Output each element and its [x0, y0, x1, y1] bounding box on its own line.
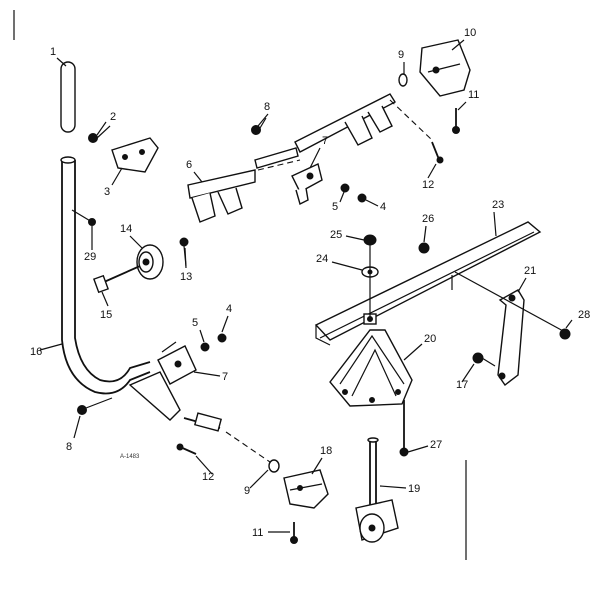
callout-12-lower: 12: [202, 471, 214, 483]
part-9-ring-lower: [225, 431, 280, 473]
part-27-screw: [399, 400, 409, 457]
part-10-clip: [419, 39, 471, 97]
part-4-nut-upper: [357, 193, 367, 203]
callout-23: 23: [492, 199, 504, 211]
part-12-pin-upper: [431, 141, 444, 164]
part-28-screw: [454, 271, 571, 340]
lower-link-rod: [128, 371, 223, 432]
part-29-screw: [71, 209, 96, 226]
callout-5-upper: 5: [332, 201, 338, 213]
part-16-handle-tube: [39, 156, 151, 395]
part-13-nut: [179, 237, 189, 267]
callout-8-upper: 8: [264, 101, 270, 113]
part-19-caster: [355, 437, 399, 543]
part-18-bracket: [283, 469, 329, 509]
callout-11-upper: 11: [468, 89, 479, 101]
part-8-screw-upper: [251, 117, 267, 135]
part-20-caster-housing: [329, 329, 413, 407]
part-3-bracket: [111, 137, 159, 173]
callout-6: 6: [186, 159, 192, 171]
part-6-rod-bracket: [187, 159, 301, 223]
part-5-washer-upper: [340, 183, 350, 193]
part-17-screw: [472, 352, 496, 367]
callout-14: 14: [120, 223, 132, 235]
part-8-screw-lower: [77, 397, 113, 415]
callout-10: 10: [464, 27, 476, 39]
part-12-pin-lower: [176, 443, 197, 455]
callout-12-upper: 12: [422, 179, 434, 191]
part-21-arm: [497, 289, 525, 387]
callout-7-lower: 7: [222, 371, 228, 383]
callout-28: 28: [578, 309, 590, 321]
callout-4-upper: 4: [380, 201, 386, 213]
callout-20: 20: [424, 333, 436, 345]
callout-18: 18: [320, 445, 332, 457]
callout-25: 25: [330, 229, 342, 241]
callout-24: 24: [316, 253, 328, 265]
part-2-screw: [88, 125, 111, 143]
callout-9-upper: 9: [398, 49, 404, 61]
part-25-nut: [363, 234, 377, 246]
callout-11-lower: 11: [252, 527, 263, 539]
part-7-latch-upper: [291, 163, 323, 206]
part-11-screw-lower: [268, 522, 298, 544]
callout-16: 16: [30, 346, 42, 358]
part-1-handle-grip: [56, 57, 76, 133]
callout-9-lower: 9: [244, 485, 250, 497]
callout-3: 3: [104, 186, 110, 198]
part-11-screw-upper: [452, 108, 460, 134]
callout-7-upper: 7: [322, 135, 328, 147]
part-7-latch-lower: [157, 341, 197, 385]
callout-27: 27: [430, 439, 442, 451]
callout-19: 19: [408, 483, 420, 495]
part-24-washer: [361, 245, 379, 318]
upper-bar: [254, 93, 433, 169]
callout-15: 15: [100, 309, 112, 321]
callout-2: 2: [110, 111, 116, 123]
part-14-wheel: [136, 244, 164, 280]
leader-lines: [73, 39, 573, 489]
callout-5-lower: 5: [192, 317, 198, 329]
callout-8-lower: 8: [66, 441, 72, 453]
callout-4-lower: 4: [226, 303, 232, 315]
callout-1: 1: [50, 46, 56, 58]
callout-13: 13: [180, 271, 192, 283]
part-9-ring-upper: [398, 73, 408, 87]
callout-17: 17: [456, 379, 468, 391]
part-26-nut: [418, 242, 430, 254]
diagram-code: A-1483: [120, 454, 140, 460]
callout-21: 21: [524, 265, 536, 277]
part-5-washer-lower: [200, 342, 210, 352]
part-4-nut-lower: [217, 333, 227, 343]
callout-29: 29: [84, 251, 96, 263]
part-15-axle-bolt: [93, 265, 141, 294]
callout-26: 26: [422, 213, 434, 225]
